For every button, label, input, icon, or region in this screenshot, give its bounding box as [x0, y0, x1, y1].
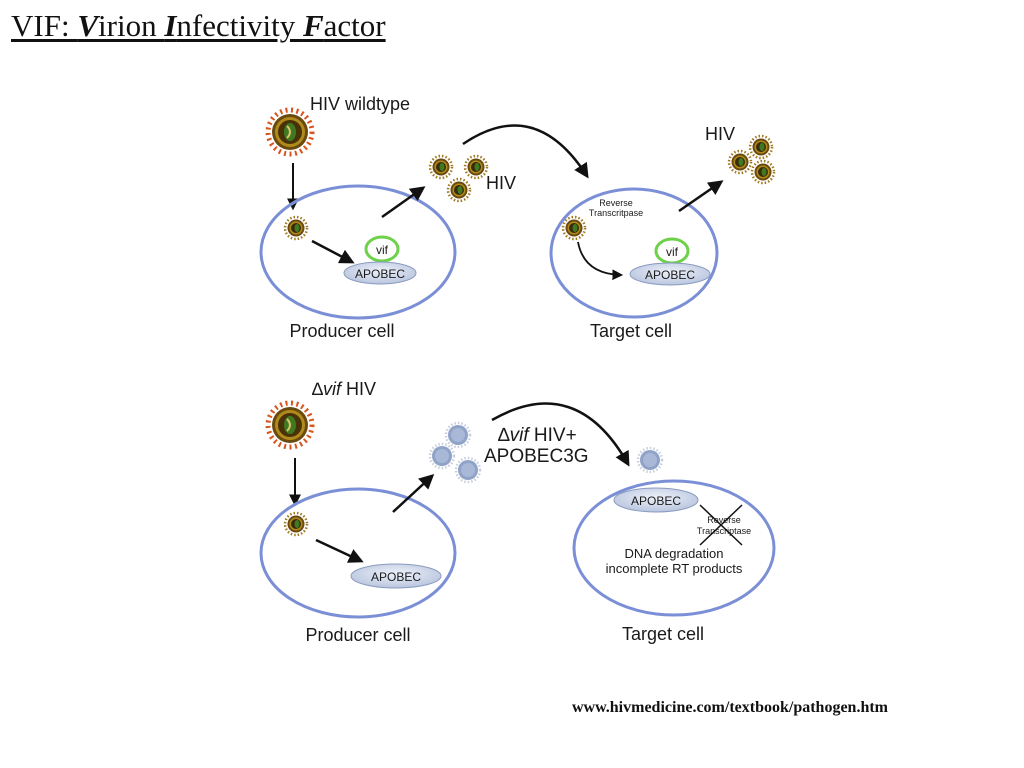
source-url: www.hivmedicine.com/textbook/pathogen.ht… — [572, 699, 888, 716]
arrow-infection-top — [462, 124, 589, 179]
title-word-infectivity: nfectivity — [176, 8, 303, 43]
title-word-factor: actor — [323, 8, 386, 43]
dna-degradation-label: DNA degradation — [624, 546, 723, 561]
bottom-panel: ∆vif HIV APOBEC Producer cell ∆vif HIV+ … — [259, 379, 776, 645]
target-cell-bottom — [572, 479, 776, 617]
slide-title: VIF: Virion Infectivity Factor — [11, 8, 386, 44]
arrow-infection-bottom — [491, 402, 630, 467]
mutant-virion-icon — [428, 442, 456, 470]
rt-label-top-1: Reverse — [599, 198, 633, 208]
hiv-virion-icon — [283, 215, 309, 241]
arrow-rt-top — [577, 241, 624, 281]
hiv-virion-icon — [268, 403, 312, 447]
producer-cell-label-top: Producer cell — [289, 321, 394, 341]
hiv-virion-icon — [463, 154, 489, 180]
arrow-release-top — [381, 186, 426, 219]
producer-cell-label-bottom: Producer cell — [305, 625, 410, 645]
target-cell-top — [549, 187, 719, 319]
producer-cell-bottom — [259, 487, 457, 619]
arrow-release-bottom — [392, 473, 435, 513]
hiv-virion-icon — [283, 511, 309, 537]
apobec-label-target-top: APOBEC — [645, 268, 695, 282]
hiv-virion-icon — [727, 149, 753, 175]
apobec-label-producer-top: APOBEC — [355, 267, 405, 281]
x-mark-icon — [699, 504, 743, 546]
apobec-label-target-bottom: APOBEC — [631, 494, 681, 508]
arrow-to-apobec-bottom — [315, 538, 364, 563]
bottom-heading: ∆vif HIV — [312, 379, 376, 399]
apobec-target-bottom — [613, 487, 699, 513]
hiv-virion-icon — [428, 154, 454, 180]
target-cell-label-top: Target cell — [590, 321, 672, 341]
vif-label-top: vif — [376, 243, 389, 257]
incomplete-rt-label: incomplete RT products — [606, 561, 743, 576]
arrow-to-apobec-top — [311, 239, 355, 264]
hiv-virion-icon — [446, 177, 472, 203]
vif-label-target-top: vif — [666, 245, 679, 259]
rt-label-top-2: Transcritpase — [589, 208, 643, 218]
hiv-virion-icon — [748, 134, 774, 160]
rt-label-bottom-1: Reverse — [707, 515, 741, 525]
title-initial-f: F — [302, 8, 324, 43]
apobec-label-producer-bottom: APOBEC — [371, 570, 421, 584]
title-prefix: VIF: — [11, 8, 78, 43]
apobec-target-top — [629, 262, 711, 286]
hiv-label-top-right: HIV — [705, 124, 735, 144]
hiv-virion-icon — [750, 159, 776, 185]
top-heading: HIV wildtype — [310, 94, 410, 114]
arrow-label-line1: ∆vif HIV+ — [498, 425, 577, 446]
arrow-release-target-top — [678, 180, 724, 213]
title-initial-i: I — [164, 8, 177, 43]
top-panel: HIV wildtype vif APOBEC Producer cell HI… — [259, 94, 776, 341]
apobec-producer-bottom — [350, 563, 442, 589]
mutant-virion-icon — [636, 446, 664, 474]
rt-label-bottom-2: Transcriptase — [697, 526, 751, 536]
hiv-virion-icon — [268, 110, 312, 154]
hiv-label-top-middle: HIV — [486, 173, 516, 193]
mutant-virion-icon — [454, 456, 482, 484]
vif-protein-top — [364, 235, 400, 263]
mutant-virion-icon — [444, 421, 472, 449]
apobec-producer-top — [343, 261, 417, 285]
target-cell-label-bottom: Target cell — [622, 624, 704, 644]
hiv-virion-icon — [561, 215, 587, 241]
title-initial-v: V — [77, 8, 99, 43]
title-word-virion: irion — [98, 8, 165, 43]
arrow-label-line2: APOBEC3G — [484, 446, 589, 467]
producer-cell-top — [259, 184, 457, 320]
